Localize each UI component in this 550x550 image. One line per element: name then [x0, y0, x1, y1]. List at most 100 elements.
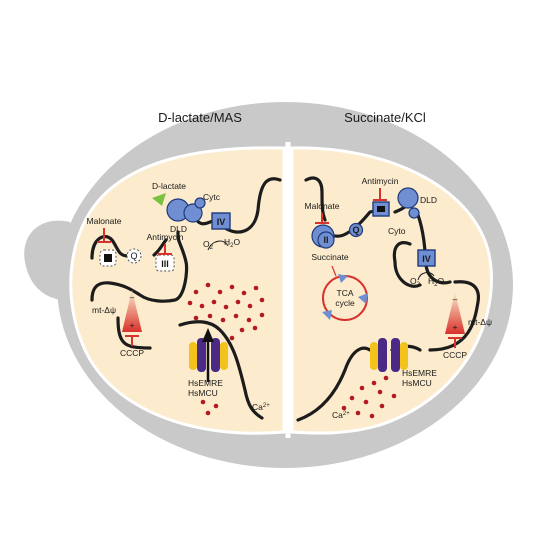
calcium-dot-icon — [253, 285, 259, 291]
right-cyto — [408, 207, 420, 219]
right-calcium-dots — [341, 375, 397, 419]
left-ca-sup: 2+ — [263, 403, 270, 409]
left-malonate-label: Malonate — [87, 216, 122, 226]
tca-cycle-arrow-icon — [322, 274, 368, 321]
tca-label-line2: cycle — [335, 298, 355, 308]
right-o2-sub: 2 — [417, 282, 421, 288]
left-complex-iv-label: IV — [217, 217, 226, 227]
left-d-lactate-icon — [152, 193, 166, 206]
calcium-dot-icon — [391, 393, 397, 399]
right-malonate-label: Malonate — [305, 201, 340, 211]
left-antimycin-label: Antimycin — [147, 232, 184, 242]
svg-text:O2: O2 — [203, 239, 214, 251]
calcium-dot-icon — [229, 284, 235, 290]
left-complex-iv — [211, 212, 231, 230]
calcium-dot-icon — [217, 289, 223, 295]
calcium-dot-icon — [187, 300, 193, 306]
left-matrix — [69, 146, 286, 435]
left-calcium-dots — [187, 282, 265, 341]
tca-label-line1: TCA — [337, 288, 354, 298]
right-complex-ii-label: II — [323, 235, 328, 245]
left-o2-arrow-icon — [207, 240, 229, 251]
right-complex-iv-label: IV — [422, 254, 431, 264]
calcium-dot-icon — [205, 410, 211, 416]
left-panel-title: D-lactate/MAS — [158, 110, 242, 125]
left-complex-ii-core — [104, 254, 112, 262]
calcium-dot-icon — [239, 327, 245, 333]
svg-text:O2: O2 — [410, 276, 421, 288]
right-malonate-inhibitor-icon — [315, 213, 329, 224]
left-calcium-dots-outside — [200, 399, 219, 416]
svg-text:–: – — [130, 292, 135, 302]
left-h2o-sub: 2 — [230, 243, 234, 249]
left-cccp-label: CCCP — [120, 348, 144, 358]
calcium-dot-icon — [252, 325, 258, 331]
right-cccp-inhibitor-icon — [448, 337, 462, 348]
calcium-dot-icon — [383, 375, 389, 381]
svg-text:H2O: H2O — [428, 276, 444, 288]
right-cccp-label: CCCP — [443, 350, 467, 360]
calcium-dot-icon — [199, 303, 205, 309]
right-ca-label: Ca — [332, 410, 343, 420]
left-membrane-potential-triangle-icon — [122, 290, 142, 332]
calcium-dot-icon — [200, 399, 206, 405]
right-succinate-label: Succinate — [311, 252, 349, 262]
right-matrix — [290, 146, 493, 435]
left-antimycin-inhibitor-icon — [158, 244, 172, 255]
left-cytc-label: Cytc — [203, 192, 221, 202]
calcium-dot-icon — [369, 413, 375, 419]
left-mt-potential-label: mt-Δψ — [92, 305, 116, 315]
left-q — [126, 248, 142, 264]
svg-text:–: – — [453, 294, 458, 304]
left-hsemre-label: HsEMRE — [188, 378, 223, 388]
left-o2-label: O — [203, 239, 210, 249]
svg-text:Ca2+: Ca2+ — [332, 410, 350, 420]
calcium-dot-icon — [213, 403, 219, 409]
right-cyto-label: Cyto — [388, 226, 406, 236]
left-hsmcu-label: HsMCU — [188, 388, 218, 398]
right-dld-label: DLD — [420, 195, 437, 205]
right-complex-iii-core — [377, 206, 385, 212]
calcium-dot-icon — [193, 315, 199, 321]
right-h2o-h: H — [428, 276, 434, 286]
right-membrane-potential-triangle-icon — [445, 292, 465, 334]
calcium-dot-icon — [220, 317, 226, 323]
right-hsemre-label: HsEMRE — [402, 368, 437, 378]
calcium-dot-icon — [247, 303, 253, 309]
calcium-dot-icon — [229, 335, 235, 341]
left-complex-iii-label: III — [161, 259, 169, 269]
svg-text:H2O: H2O — [224, 237, 240, 249]
right-antimycin-label: Antimycin — [362, 176, 399, 186]
calcium-dot-icon — [359, 385, 365, 391]
calcium-dot-icon — [193, 289, 199, 295]
right-complex-iv — [417, 249, 436, 267]
calcium-dot-icon — [259, 297, 265, 303]
left-o2-sub: 2 — [210, 245, 214, 251]
right-q-label: Q — [352, 225, 359, 235]
calcium-dot-icon — [341, 405, 347, 411]
calcium-dot-icon — [355, 410, 361, 416]
calcium-dot-icon — [379, 403, 385, 409]
right-complex-ii — [317, 231, 335, 249]
right-h2o-sub: 2 — [434, 282, 438, 288]
left-dld-label: DLD — [170, 224, 187, 234]
left-h2o-h: H — [224, 237, 230, 247]
svg-text:+: + — [453, 322, 458, 332]
right-mt-potential-label: mt-Δψ — [468, 317, 492, 327]
left-malonate-inhibitor-icon — [97, 228, 111, 243]
calcium-dot-icon — [205, 282, 211, 288]
calcium-dot-icon — [241, 290, 247, 296]
calcium-dot-icon — [363, 399, 369, 405]
left-ca-label: Ca — [252, 402, 263, 412]
calcium-dot-icon — [233, 313, 239, 319]
left-cytc — [194, 197, 206, 209]
calcium-dot-icon — [349, 395, 355, 401]
calcium-dot-icon — [235, 299, 241, 305]
left-q-label: Q — [130, 251, 137, 261]
left-d-lactate-label: D-lactate — [152, 181, 186, 191]
svg-text:Ca2+: Ca2+ — [252, 402, 270, 412]
right-hsmcu-label: HsMCU — [402, 378, 432, 388]
calcium-dot-icon — [207, 313, 213, 319]
calcium-dot-icon — [259, 312, 265, 318]
